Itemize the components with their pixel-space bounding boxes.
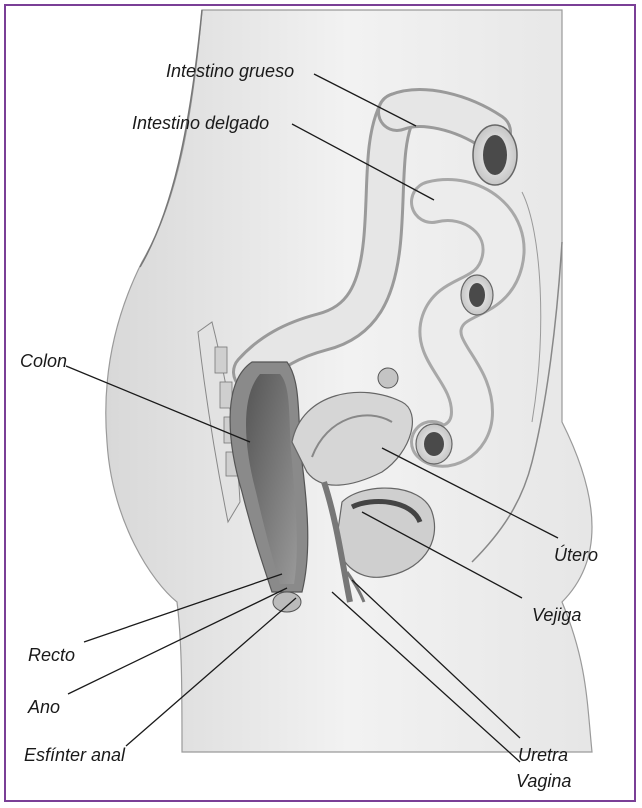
label-esfinter-anal: Esfínter anal	[24, 746, 125, 764]
label-ano: Ano	[28, 698, 60, 716]
label-vejiga: Vejiga	[532, 606, 581, 624]
label-recto: Recto	[28, 646, 75, 664]
label-vagina: Vagina	[516, 772, 571, 790]
label-intestino-delgado: Intestino delgado	[132, 114, 269, 132]
label-utero: Útero	[554, 546, 598, 564]
label-intestino-grueso: Intestino grueso	[166, 62, 294, 80]
label-uretra: Uretra	[518, 746, 568, 764]
figure-frame: Intestino grueso Intestino delgado Colon…	[4, 4, 636, 802]
pelvic-anatomy-illustration	[6, 6, 636, 802]
label-colon: Colon	[20, 352, 67, 370]
